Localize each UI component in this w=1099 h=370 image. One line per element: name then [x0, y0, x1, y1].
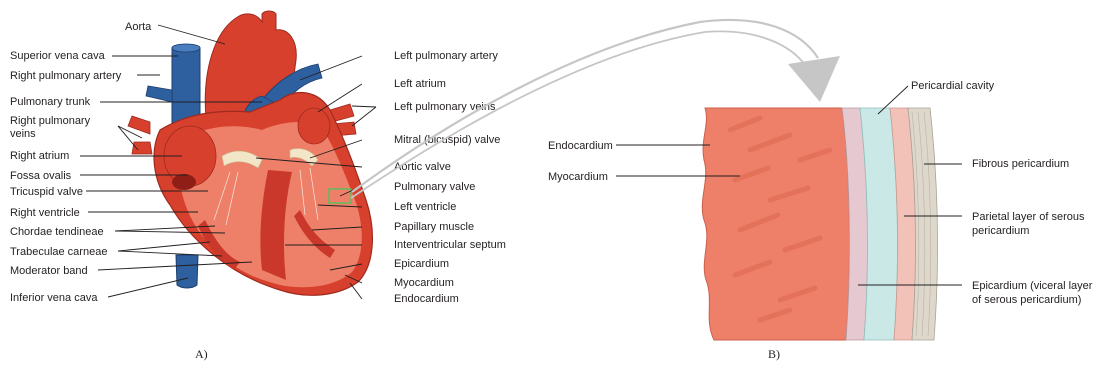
- label-inferior-vena-cava: Inferior vena cava: [10, 292, 98, 304]
- caption-a: A): [195, 347, 208, 361]
- label-myocardium-b: Myocardium: [548, 171, 608, 183]
- label-right-ventricle: Right ventricle: [10, 207, 80, 219]
- label-right-pulmonary-artery: Right pulmonary artery: [10, 70, 122, 82]
- label-tricuspid-valve: Tricuspid valve: [10, 186, 83, 198]
- label-pulmonary-valve: Pulmonary valve: [394, 181, 475, 193]
- label-endocardium-a: Endocardium: [394, 293, 459, 305]
- label-myocardium-a: Myocardium: [394, 277, 454, 289]
- label-chordae-tendineae: Chordae tendineae: [10, 226, 104, 238]
- label-left-pulmonary-artery: Left pulmonary artery: [394, 50, 498, 62]
- label-epicardium-a: Epicardium: [394, 258, 449, 270]
- heart-wall-layers: [702, 108, 937, 340]
- label-pericardial-cavity: Pericardial cavity: [911, 80, 995, 92]
- label-moderator-band: Moderator band: [10, 265, 88, 277]
- label-left-pulmonary-veins: Left pulmonary veins: [394, 101, 496, 113]
- left-atrium-chamber: [298, 108, 330, 144]
- label-pulmonary-trunk: Pulmonary trunk: [10, 96, 91, 108]
- label-parietal-layer-line1: Parietal layer of serous: [972, 211, 1085, 223]
- label-aorta: Aorta: [125, 21, 152, 33]
- label-right-atrium: Right atrium: [10, 150, 69, 162]
- label-fossa-ovalis: Fossa ovalis: [10, 170, 72, 182]
- label-left-atrium: Left atrium: [394, 78, 446, 90]
- label-endocardium-b: Endocardium: [548, 140, 613, 152]
- heart-illustration: [128, 11, 372, 295]
- fossa-ovalis-shape: [172, 174, 196, 190]
- label-right-pulmonary-veins-line2: veins: [10, 128, 36, 140]
- label-aortic-valve: Aortic valve: [394, 161, 451, 173]
- label-left-ventricle: Left ventricle: [394, 201, 456, 213]
- label-epicardium-b-line1: Epicardium (viceral layer: [972, 280, 1093, 292]
- label-right-pulmonary-veins-line1: Right pulmonary: [10, 115, 91, 127]
- caption-b: B): [768, 347, 780, 361]
- label-fibrous-pericardium: Fibrous pericardium: [972, 158, 1069, 170]
- label-interventricular-septum: Interventricular septum: [394, 239, 506, 251]
- label-mitral-valve: Mitral (bicuspid) valve: [394, 134, 500, 146]
- panel-a-labels-right: Left pulmonary artery Left atrium Left p…: [394, 50, 506, 305]
- label-trabeculae-carneae: Trabeculae carneae: [10, 246, 107, 258]
- label-epicardium-b-line2: of serous pericardium): [972, 294, 1081, 306]
- label-parietal-layer-line2: pericardium: [972, 225, 1029, 237]
- label-superior-vena-cava: Superior vena cava: [10, 50, 106, 62]
- panel-a-labels-left: Superior vena cava Right pulmonary arter…: [10, 21, 152, 304]
- label-papillary-muscle: Papillary muscle: [394, 221, 474, 233]
- inferior-vena-cava-shape: [176, 255, 198, 288]
